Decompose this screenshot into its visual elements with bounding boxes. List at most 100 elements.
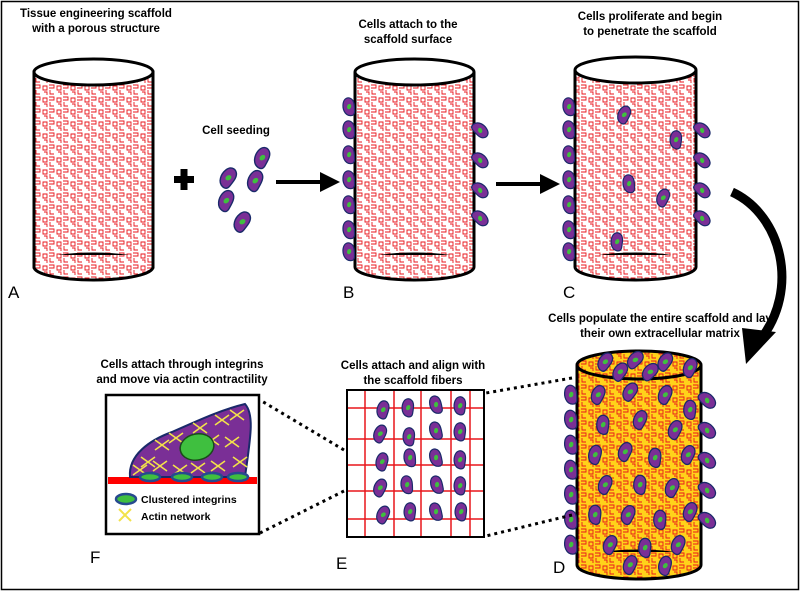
- zoom-line: [485, 513, 573, 538]
- actin-filament: [210, 460, 226, 472]
- cell: [693, 210, 711, 227]
- cell: [682, 357, 698, 379]
- cell: [562, 242, 576, 262]
- panel-d-letter: D: [553, 558, 565, 577]
- cell: [400, 475, 414, 495]
- cell: [429, 448, 443, 467]
- actin-filament: [192, 422, 208, 434]
- panel-f-caption-line2: and move via actin contractility: [96, 374, 268, 386]
- cell: [693, 152, 711, 169]
- actin-legend-icon: [118, 508, 132, 522]
- cell: [563, 509, 578, 530]
- cell: [693, 122, 711, 139]
- cells-c: [562, 97, 711, 262]
- panel-e: Cells attach and align with the scaffold…: [336, 360, 485, 573]
- cell: [342, 242, 356, 262]
- cells-e: [373, 395, 468, 525]
- panel-b: Cells attach to the scaffold surface B: [342, 19, 489, 302]
- panel-b-caption-line1: Cells attach to the: [358, 19, 457, 31]
- panel-c-caption-line2: to penetrate the scaffold: [583, 26, 717, 38]
- cell: [653, 509, 667, 531]
- integrin-cluster: [170, 471, 194, 483]
- nucleus: [179, 433, 215, 461]
- actin-filament: [232, 456, 248, 468]
- cell: [562, 220, 576, 240]
- cell: [610, 232, 624, 252]
- cell: [453, 476, 467, 496]
- cell: [342, 97, 356, 117]
- zoom-line: [259, 398, 345, 452]
- cell: [697, 421, 717, 439]
- cell: [430, 475, 444, 494]
- panel-c: Cells proliferate and begin to penetrate…: [562, 11, 722, 302]
- panel-a-caption-line2: with a porous structure: [31, 23, 160, 35]
- cell: [563, 484, 578, 505]
- cell: [373, 424, 388, 444]
- cell: [669, 130, 683, 150]
- legend-actin: Actin network: [141, 511, 211, 523]
- cells-d: [563, 350, 717, 577]
- plus-icon: [174, 169, 194, 190]
- cell: [342, 145, 356, 165]
- panel-f: Cells attach through integrins and move …: [90, 359, 268, 567]
- cell-seeding: Cell seeding: [202, 125, 271, 234]
- cell: [656, 188, 671, 208]
- panel-f-letter: F: [90, 548, 100, 567]
- cell: [471, 182, 489, 199]
- cell: [563, 459, 578, 480]
- cell: [667, 419, 683, 441]
- cell: [670, 534, 686, 556]
- cell: [403, 502, 417, 522]
- actin-filament: [154, 439, 170, 451]
- cell: [620, 504, 636, 526]
- cells-b: [342, 97, 489, 262]
- zoom-line: [485, 376, 573, 395]
- cell: [590, 384, 606, 406]
- cell: [622, 174, 636, 194]
- actin-filament: [152, 460, 168, 472]
- panel-d: Cells populate the entire scaffold and l…: [548, 313, 772, 581]
- cell: [602, 534, 618, 556]
- cell: [622, 382, 639, 402]
- cell: [375, 452, 389, 472]
- panel-e-letter: E: [336, 554, 347, 573]
- cell: [597, 352, 614, 372]
- cell: [617, 105, 632, 125]
- cell: [658, 555, 672, 577]
- cell: [376, 400, 390, 420]
- cell: [563, 384, 578, 405]
- cell: [633, 474, 647, 496]
- cell: [588, 504, 602, 526]
- cell: [402, 427, 416, 447]
- cell: [638, 537, 652, 559]
- panel-a-letter: A: [8, 283, 20, 302]
- legend-integrins: Clustered integrins: [141, 494, 237, 506]
- integrin-cluster: [226, 471, 250, 483]
- cell: [641, 362, 659, 382]
- cell: [217, 189, 235, 213]
- cell: [697, 481, 717, 499]
- cell: [648, 447, 662, 469]
- cell: [246, 169, 264, 193]
- actin-filament: [224, 436, 240, 448]
- cell: [632, 409, 648, 431]
- panel-a-caption-line1: Tissue engineering scaffold: [20, 8, 172, 20]
- cell: [596, 414, 610, 436]
- cell: [219, 167, 238, 190]
- cell: [683, 399, 697, 421]
- cell: [562, 195, 576, 215]
- scaffold-cylinder-a: [32, 57, 155, 282]
- panel-a: Tissue engineering scaffold with a porou…: [8, 8, 172, 302]
- cell: [657, 352, 674, 372]
- cell: [233, 211, 252, 234]
- seeding-cells: [217, 146, 271, 234]
- cell: [562, 145, 576, 165]
- actin-filament: [190, 462, 206, 474]
- curved-arrow-icon: [729, 187, 787, 364]
- cell: [693, 182, 711, 199]
- cell: [471, 210, 489, 227]
- panel-b-letter: B: [343, 283, 354, 302]
- cell: [664, 477, 680, 499]
